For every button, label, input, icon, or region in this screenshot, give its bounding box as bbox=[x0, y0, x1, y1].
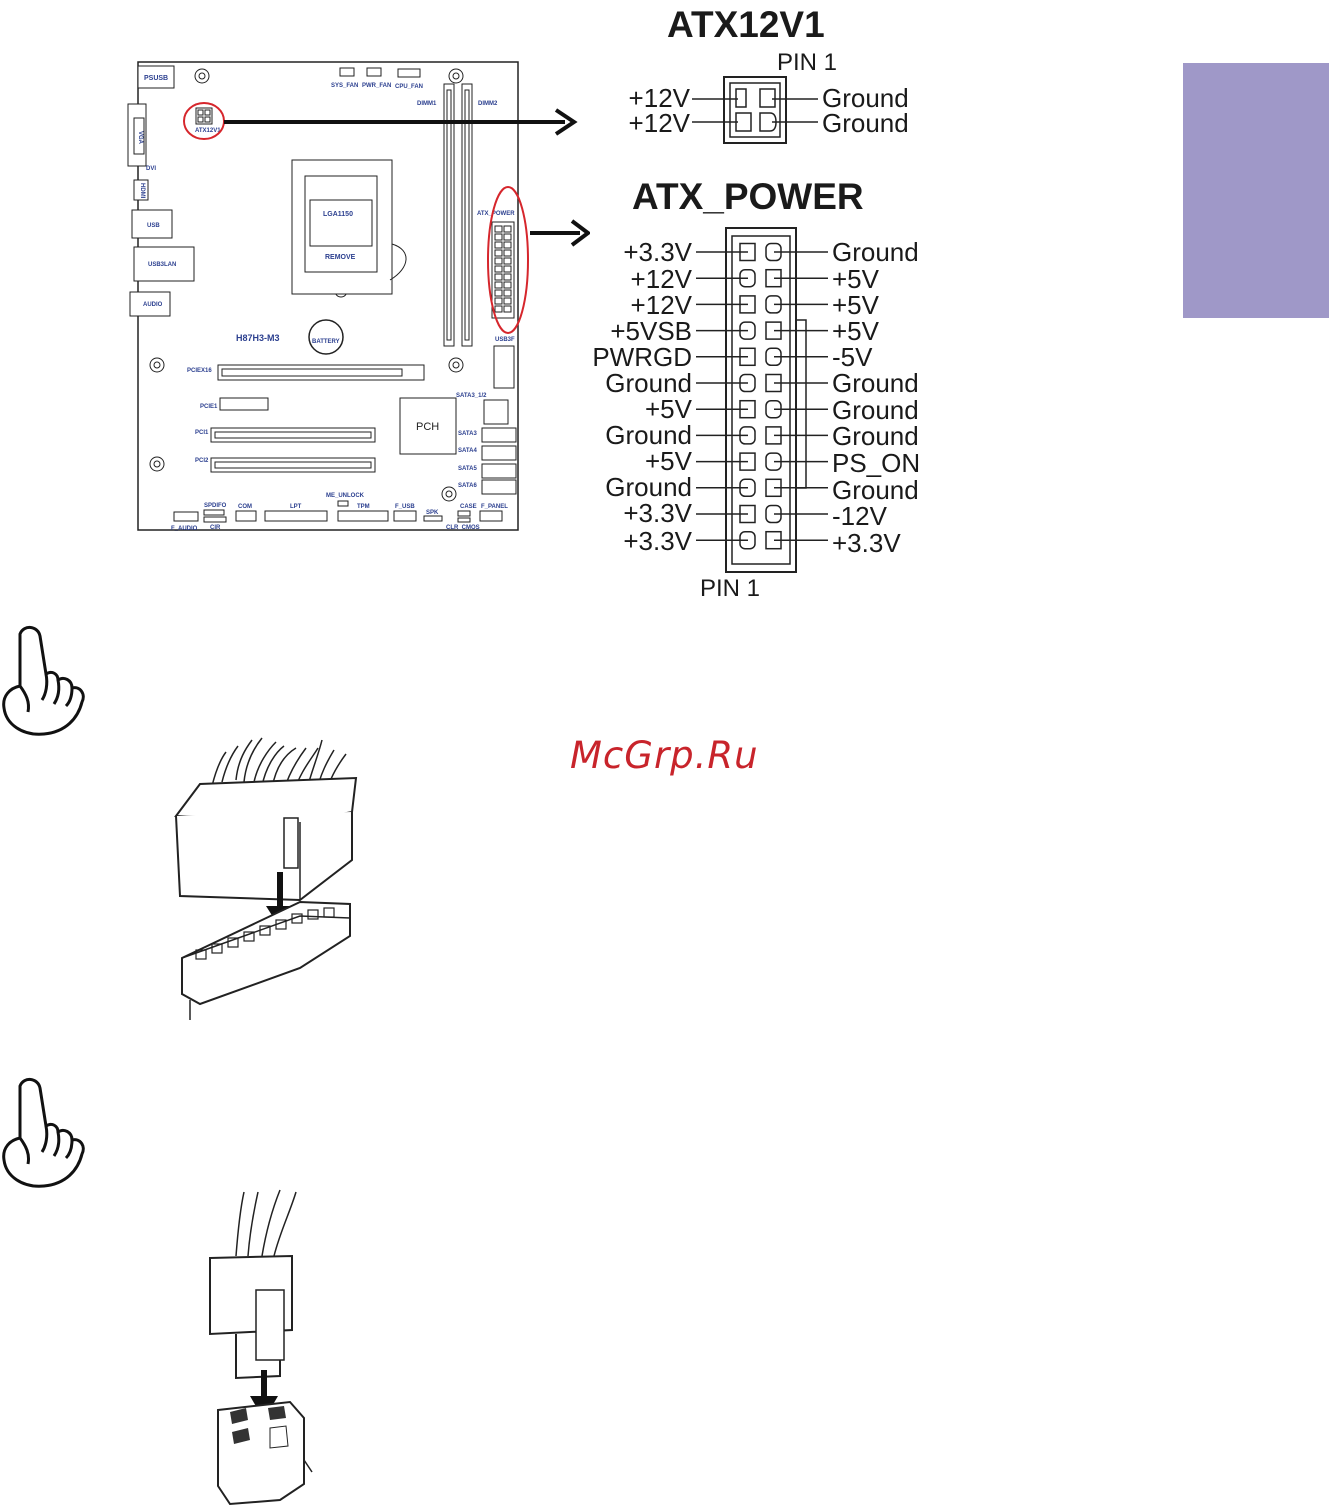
atx-power-right-pin: +3.3V bbox=[832, 528, 901, 558]
atx-power-right-pin: Ground bbox=[832, 368, 919, 398]
atx-power-left-pin: +3.3V bbox=[623, 498, 692, 528]
svg-text:TPM: TPM bbox=[357, 504, 370, 510]
svg-text:SATA3: SATA3 bbox=[458, 431, 477, 437]
atx-power-left-pin: +5V bbox=[645, 446, 693, 476]
svg-text:ME_UNLOCK: ME_UNLOCK bbox=[326, 493, 365, 499]
atx-power-right-pin: -12V bbox=[832, 501, 888, 531]
svg-text:PCIE1: PCIE1 bbox=[200, 404, 218, 410]
svg-text:SATA6: SATA6 bbox=[458, 483, 477, 489]
psusb-label: PSUSB bbox=[144, 75, 168, 82]
atx-power-left-pin: +5VSB bbox=[610, 316, 692, 346]
atx12v1-pinout: ATX12V1 PIN 1 +12V +12V Ground Ground bbox=[629, 4, 909, 144]
svg-text:USB3F: USB3F bbox=[495, 337, 515, 343]
atx-power-left-pin: +3.3V bbox=[623, 237, 692, 267]
atx-power-right-pin: Ground bbox=[832, 475, 919, 505]
motherboard-diagram: PSUSB VGA DVI HDMI USB USB3LAN AUDIO ATX… bbox=[127, 61, 529, 532]
svg-text:SATA4: SATA4 bbox=[458, 448, 477, 454]
atx-power-pinout: ATX_POWER PIN 1 +3.3V +12V +12V +5VSB PW… bbox=[592, 176, 920, 602]
atx-power-left-pin: +12V bbox=[631, 264, 693, 294]
atx-power-right-pin: +5V bbox=[832, 264, 880, 294]
svg-text:DIMM1: DIMM1 bbox=[417, 101, 437, 107]
svg-text:PCH: PCH bbox=[416, 421, 439, 433]
atx12v1-left-pin: +12V bbox=[629, 108, 691, 138]
atx12v1-title: ATX12V1 bbox=[667, 4, 825, 45]
svg-text:CPU_FAN: CPU_FAN bbox=[395, 84, 423, 90]
pointing-hand-icon bbox=[2, 1078, 85, 1188]
atx-power-right-pin: PS_ON bbox=[832, 448, 920, 478]
svg-text:USB3LAN: USB3LAN bbox=[148, 262, 176, 268]
atx-4pin-connector-illustration bbox=[209, 1189, 313, 1506]
atx-24pin-connector-illustration bbox=[174, 737, 358, 1020]
svg-text:DVI: DVI bbox=[146, 166, 156, 172]
svg-text:AUDIO: AUDIO bbox=[143, 302, 163, 308]
svg-text:SATA3_1/2: SATA3_1/2 bbox=[456, 393, 487, 399]
atx-power-left-pin: +3.3V bbox=[623, 526, 692, 556]
atx12v1-pin1-label: PIN 1 bbox=[777, 49, 837, 76]
svg-text:HDMI: HDMI bbox=[139, 183, 145, 199]
svg-text:PWR_FAN: PWR_FAN bbox=[362, 83, 391, 89]
svg-text:SPK: SPK bbox=[426, 510, 439, 516]
svg-text:F_USB: F_USB bbox=[395, 504, 415, 510]
svg-text:LPT: LPT bbox=[290, 504, 302, 510]
pointing-hand-icon bbox=[2, 626, 85, 736]
atx-power-title: ATX_POWER bbox=[632, 176, 864, 217]
svg-text:SATA5: SATA5 bbox=[458, 466, 477, 472]
svg-text:ATX12V1: ATX12V1 bbox=[195, 128, 221, 134]
atx-power-highlight bbox=[487, 186, 529, 334]
svg-text:PCI1: PCI1 bbox=[195, 430, 209, 436]
svg-text:VGA: VGA bbox=[137, 131, 143, 145]
atx-power-right-pin: +5V bbox=[832, 316, 880, 346]
atx-power-right-pin: Ground bbox=[832, 237, 919, 267]
svg-text:F_AUDIO: F_AUDIO bbox=[171, 526, 198, 532]
atx-power-right-pin: +5V bbox=[832, 290, 880, 320]
atx-power-right-pin: Ground bbox=[832, 395, 919, 425]
atx-power-left-pin: PWRGD bbox=[592, 342, 692, 372]
atx-power-right-pin: -5V bbox=[832, 342, 873, 372]
atx-power-pin-grid bbox=[696, 242, 828, 550]
svg-text:DIMM2: DIMM2 bbox=[478, 101, 498, 107]
svg-text:USB: USB bbox=[147, 223, 160, 229]
atx-power-pin1-label: PIN 1 bbox=[700, 575, 760, 602]
svg-text:PCIEX16: PCIEX16 bbox=[187, 368, 212, 374]
chapter-side-tab bbox=[1183, 63, 1329, 318]
svg-text:LGA1150: LGA1150 bbox=[323, 211, 353, 218]
svg-text:REMOVE: REMOVE bbox=[325, 254, 356, 261]
atx-power-left-pin: +5V bbox=[645, 394, 693, 424]
atx-power-left-pin: +12V bbox=[631, 290, 693, 320]
svg-text:F_PANEL: F_PANEL bbox=[481, 504, 508, 510]
svg-text:CIR: CIR bbox=[210, 525, 221, 531]
atx12v1-left-pin: +12V bbox=[629, 83, 691, 113]
pointer-arrows bbox=[224, 108, 590, 247]
svg-text:SYS_FAN: SYS_FAN bbox=[331, 83, 358, 89]
svg-text:BATTERY: BATTERY bbox=[312, 339, 340, 345]
atx-power-left-pin: Ground bbox=[605, 368, 692, 398]
svg-text:SPDIFO: SPDIFO bbox=[204, 503, 227, 509]
atx-power-right-pin: Ground bbox=[832, 421, 919, 451]
svg-text:CLR_CMOS: CLR_CMOS bbox=[446, 525, 480, 531]
svg-text:PCI2: PCI2 bbox=[195, 458, 209, 464]
svg-text:COM: COM bbox=[238, 504, 252, 510]
atx12v1-right-pin: Ground bbox=[822, 108, 909, 138]
atx12v1-right-pin: Ground bbox=[822, 83, 909, 113]
svg-text:H87H3-M3: H87H3-M3 bbox=[236, 333, 280, 343]
watermark: McGrp.Ru bbox=[570, 734, 759, 777]
atx-power-left-pin: Ground bbox=[605, 420, 692, 450]
svg-text:CASE: CASE bbox=[460, 504, 477, 510]
svg-text:ATX_POWER: ATX_POWER bbox=[477, 211, 515, 217]
atx-power-left-pin: Ground bbox=[605, 472, 692, 502]
